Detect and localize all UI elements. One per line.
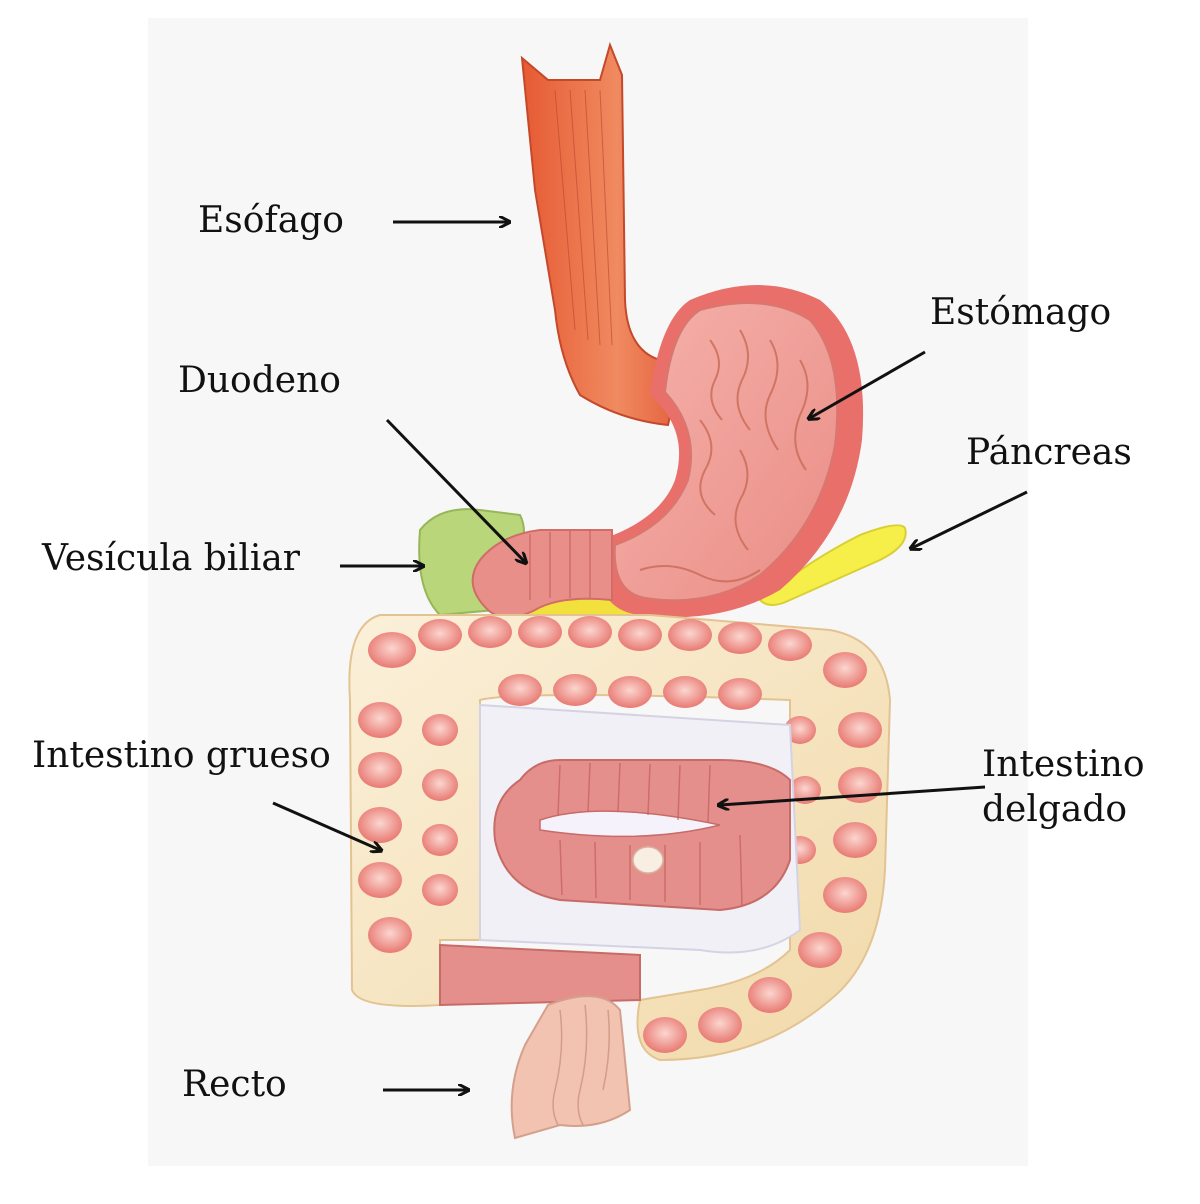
label-intestino-grueso: Intestino grueso	[32, 735, 331, 776]
label-intestino-delgado: Intestino delgado	[982, 742, 1145, 832]
label-duodeno: Duodeno	[178, 360, 341, 401]
arrow-duodeno	[385, 418, 525, 562]
stomach-shape	[613, 301, 839, 602]
small-intestine-folds	[557, 762, 743, 906]
arrow-delgado	[720, 785, 986, 805]
label-estomago: Estómago	[930, 292, 1112, 333]
rectum-shape	[510, 995, 632, 1140]
stomach-rugae	[639, 329, 809, 583]
label-esofago: Esófago	[198, 200, 344, 241]
label-intestino-delgado-line1: Intestino	[982, 744, 1145, 785]
esophagus-stripes	[554, 89, 613, 346]
label-pancreas: Páncreas	[966, 432, 1132, 473]
arrow-pancreas	[912, 490, 1028, 548]
arrow-grueso	[272, 801, 380, 850]
arrows	[272, 222, 1028, 1090]
haustra-pattern	[358, 616, 882, 1053]
label-vesicula-biliar: Vesícula biliar	[42, 538, 301, 579]
label-recto: Recto	[182, 1064, 287, 1105]
sigmoid-shape	[439, 943, 641, 1007]
arrow-estomago	[810, 350, 926, 418]
esophagus-shape	[520, 41, 682, 427]
pancreas-shape	[758, 524, 907, 606]
duodenum-shape	[471, 529, 613, 619]
label-intestino-delgado-line2: delgado	[982, 789, 1128, 830]
